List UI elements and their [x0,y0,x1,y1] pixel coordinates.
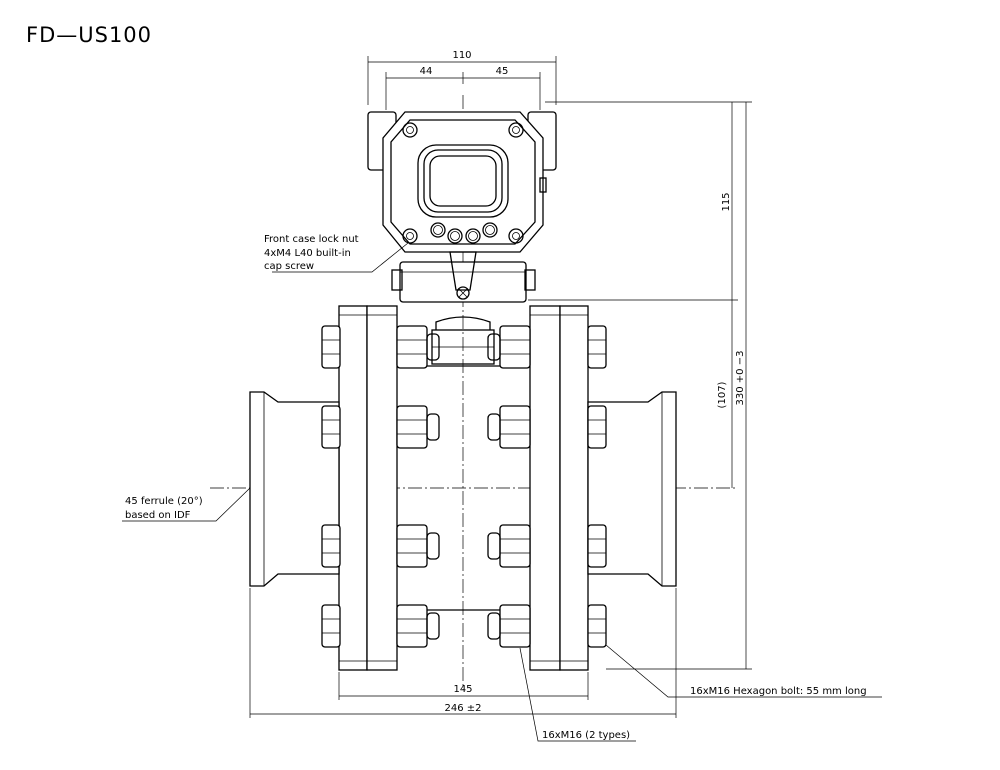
drawing-title: FD—US100 [26,23,152,47]
dim-head-height: 115 [721,192,732,211]
callout-lock-nut-line3: cap screw [264,261,314,272]
nut-inner-right [487,325,531,648]
dim-flange-width: 145 [453,684,472,695]
bolt-set [321,325,607,648]
callout-ferrule-line2: based on IDF [125,510,191,521]
dim-top-left: 44 [420,66,433,77]
detector-body [249,305,677,671]
callout-hex-bolt: 16xM16 Hexagon bolt: 55 mm long [690,686,867,697]
dimension-lines [249,56,752,718]
dim-overall-width: 246 ±2 [444,703,481,714]
converter-head [367,111,557,303]
nut-inner-left [396,325,440,648]
dim-top-right: 45 [496,66,509,77]
dim-overall-height: 330 +0 −3 [735,351,746,406]
callout-lock-nut-line1: Front case lock nut [264,234,359,245]
callout-lock-nut-line2: 4xM4 L40 built-in [264,248,351,259]
bolt-outer-right [587,325,607,648]
dim-to-center: (107) [717,381,728,408]
callout-leaders [122,242,882,742]
dim-top-width: 110 [452,50,471,61]
callout-nut-types: 16xM16 (2 types) [542,730,630,741]
bolt-outer-left [321,325,341,648]
callout-ferrule-line1: 45 ferrule (20°) [125,496,203,507]
